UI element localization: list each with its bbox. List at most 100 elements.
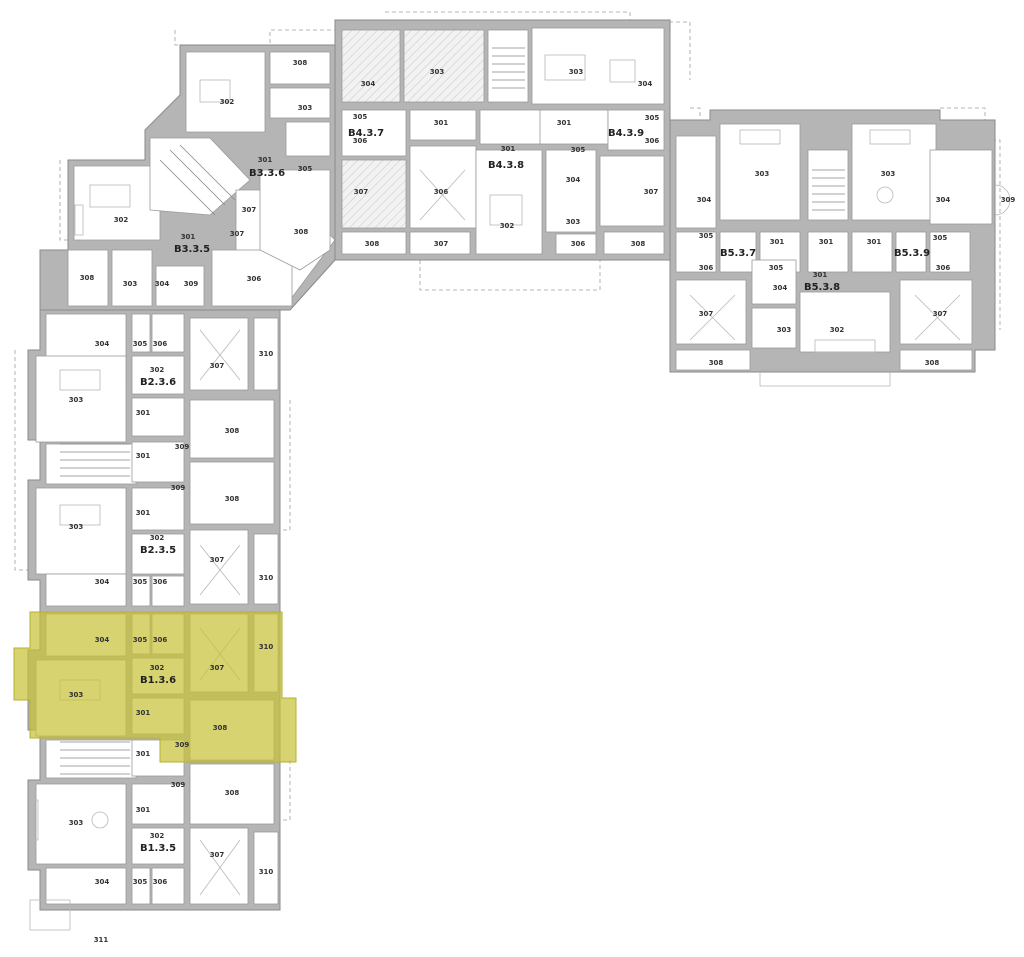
room-label: 305 bbox=[699, 232, 714, 240]
room-label: 305 bbox=[645, 114, 660, 122]
room-label: 310 bbox=[259, 643, 274, 651]
room-label: 304 bbox=[361, 80, 376, 88]
room-label: 303 bbox=[566, 218, 581, 226]
unit-label: B1.3.6 bbox=[140, 675, 176, 686]
room-label: 302 bbox=[150, 664, 165, 672]
upper-left-block bbox=[39, 44, 336, 311]
room-label: 301 bbox=[136, 509, 151, 517]
room-label: 306 bbox=[247, 275, 262, 283]
room-label: 305 bbox=[133, 578, 148, 586]
room-label: 307 bbox=[210, 556, 225, 564]
highlighted-unit-overlay bbox=[13, 611, 297, 763]
room-label: 304 bbox=[155, 280, 170, 288]
room-label: 304 bbox=[773, 284, 788, 292]
room-label: 301 bbox=[819, 238, 834, 246]
room-label: 304 bbox=[95, 636, 110, 644]
unit-label: B2.3.5 bbox=[140, 545, 176, 556]
room-label: 306 bbox=[153, 578, 168, 586]
room-label: 309 bbox=[175, 741, 190, 749]
unit-label: B2.3.6 bbox=[140, 377, 176, 388]
room-label: 303 bbox=[569, 68, 584, 76]
room-label: 305 bbox=[933, 234, 948, 242]
room-label: 303 bbox=[69, 691, 84, 699]
room-label: 308 bbox=[225, 789, 240, 797]
room-label: 303 bbox=[69, 396, 84, 404]
room-label: 305 bbox=[353, 113, 368, 121]
room-label: 307 bbox=[434, 240, 449, 248]
room-label: 310 bbox=[259, 868, 274, 876]
room-label: 303 bbox=[430, 68, 445, 76]
room-label: 304 bbox=[95, 878, 110, 886]
unit-labels: B3.3.6 B3.3.5 B4.3.7 B4.3.8 B4.3.9 B5.3.… bbox=[140, 128, 930, 854]
top-centre-block bbox=[334, 19, 671, 261]
unit-label: B5.3.8 bbox=[804, 282, 840, 293]
unit-label: B3.3.6 bbox=[249, 168, 285, 179]
room-label: 305 bbox=[133, 878, 148, 886]
room-label: 303 bbox=[69, 819, 84, 827]
room-label: 305 bbox=[133, 636, 148, 644]
room-label: 301 bbox=[557, 119, 572, 127]
room-label: 308 bbox=[365, 240, 380, 248]
room-label: 308 bbox=[225, 495, 240, 503]
room-label: 307 bbox=[210, 851, 225, 859]
unit-label: B5.3.9 bbox=[894, 248, 930, 259]
room-label: 307 bbox=[210, 362, 225, 370]
room-label: 301 bbox=[434, 119, 449, 127]
room-label: 302 bbox=[114, 216, 129, 224]
room-label: 301 bbox=[136, 709, 151, 717]
room-label: 301 bbox=[181, 233, 196, 241]
room-label: 310 bbox=[259, 574, 274, 582]
room-label: 306 bbox=[153, 340, 168, 348]
room-label: 301 bbox=[867, 238, 882, 246]
room-label: 306 bbox=[434, 188, 449, 196]
room-label: 303 bbox=[777, 326, 792, 334]
room-label: 308 bbox=[213, 724, 228, 732]
room-label: 306 bbox=[936, 264, 951, 272]
unit-label: B4.3.8 bbox=[488, 160, 524, 171]
room-label: 301 bbox=[136, 452, 151, 460]
room-label: 301 bbox=[813, 271, 828, 279]
room-label: 307 bbox=[354, 188, 369, 196]
unit-label: B5.3.7 bbox=[720, 248, 756, 259]
room-label: 301 bbox=[136, 750, 151, 758]
unit-label: B3.3.5 bbox=[174, 244, 210, 255]
room-label: 301 bbox=[258, 156, 273, 164]
room-label: 305 bbox=[298, 165, 313, 173]
right-block bbox=[669, 109, 1011, 387]
room-label: 306 bbox=[153, 636, 168, 644]
room-label: 303 bbox=[123, 280, 138, 288]
room-label: 301 bbox=[136, 806, 151, 814]
room-label: 302 bbox=[150, 366, 165, 374]
room-label: 301 bbox=[501, 145, 516, 153]
room-label: 309 bbox=[184, 280, 199, 288]
room-label: 304 bbox=[638, 80, 653, 88]
room-label: 302 bbox=[150, 534, 165, 542]
room-label: 301 bbox=[136, 409, 151, 417]
room-label: 309 bbox=[171, 484, 186, 492]
room-label: 303 bbox=[755, 170, 770, 178]
room-label: 304 bbox=[95, 340, 110, 348]
room-label: 307 bbox=[242, 206, 257, 214]
room-label: 302 bbox=[150, 832, 165, 840]
room-label: 308 bbox=[225, 427, 240, 435]
room-label: 307 bbox=[699, 310, 714, 318]
room-label: 306 bbox=[699, 264, 714, 272]
room-label: 305 bbox=[571, 146, 586, 154]
room-label: 309 bbox=[1001, 196, 1016, 204]
room-label: 304 bbox=[566, 176, 581, 184]
room-label: 302 bbox=[500, 222, 515, 230]
room-label: 303 bbox=[69, 523, 84, 531]
room-label: 304 bbox=[697, 196, 712, 204]
room-label: 309 bbox=[175, 443, 190, 451]
room-label: 307 bbox=[210, 664, 225, 672]
room-label: 306 bbox=[571, 240, 586, 248]
room-label: 306 bbox=[153, 878, 168, 886]
room-label: 308 bbox=[294, 228, 309, 236]
room-label: 311 bbox=[94, 936, 109, 944]
room-label: 308 bbox=[631, 240, 646, 248]
room-label: 307 bbox=[230, 230, 245, 238]
room-label: 302 bbox=[220, 98, 235, 106]
room-label: 308 bbox=[80, 274, 95, 282]
room-label: 303 bbox=[881, 170, 896, 178]
